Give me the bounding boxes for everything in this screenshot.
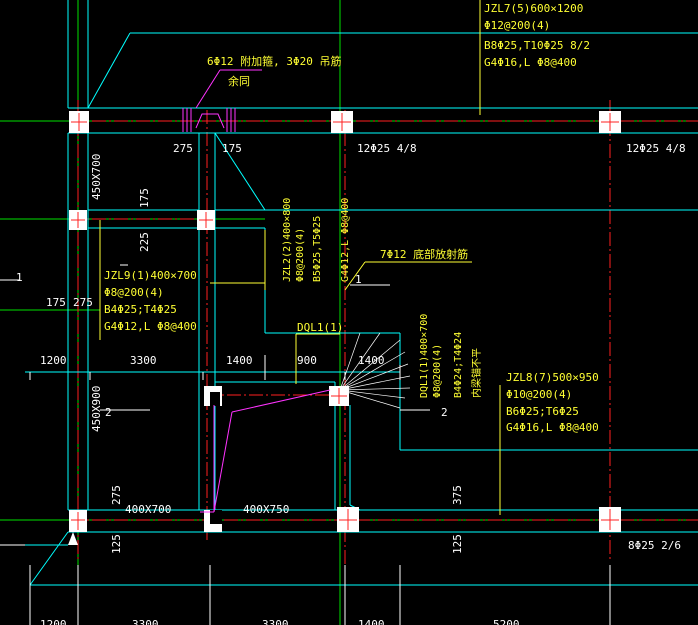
rebar-count-top-mid: 12Φ25 4/8 — [357, 142, 417, 155]
add-rebar-label-1: 6Φ12 附加箍, 3Φ20 吊筋 — [207, 54, 341, 68]
stirrups — [182, 108, 236, 132]
radial-rebar-note: 7Φ12 底部放射筋 — [380, 247, 468, 261]
add-rebar-label-2: 余同 — [228, 74, 250, 88]
axis-2-right: 2 — [441, 406, 448, 419]
jzl9-label-3: B4Φ25;T4Φ25 — [104, 303, 177, 316]
dql1-label: DQL1(1) — [297, 321, 343, 334]
dql1-v-1: DQL1(1)400×700 — [419, 314, 430, 398]
dim-1400-a: 1400 — [226, 354, 253, 367]
dimension-ticks — [0, 264, 611, 625]
dim-bottom-3300b: 3300 — [262, 618, 289, 625]
dim-bottom-5200: 5200 — [493, 618, 520, 625]
jzl8-label-2: Φ10@200(4) — [506, 388, 572, 401]
axis-2-left: 2 — [105, 406, 112, 419]
dim-275-c: 275 — [110, 485, 123, 505]
dim-225: 225 — [138, 232, 151, 252]
dql1-v-3: B4Φ24;T4Φ24 — [453, 332, 464, 398]
column — [337, 507, 359, 532]
dql1-v-4: 内梁锚不平 — [470, 348, 483, 398]
dim-125-a: 125 — [110, 534, 123, 554]
dim-1200: 1200 — [40, 354, 67, 367]
annotations: JZL7(5)600×1200 Φ12@200(4) B8Φ25,T10Φ25 … — [16, 2, 686, 625]
dql1-v-2: Φ8@200(4) — [432, 344, 443, 398]
dim-125-b: 125 — [451, 534, 464, 554]
radial-rebar — [339, 332, 411, 409]
column — [599, 111, 621, 133]
jzl9-label-2: Φ8@200(4) — [104, 286, 164, 299]
rebar-lines — [195, 69, 331, 513]
column — [69, 510, 87, 532]
jzl7-label-4: G4Φ16,L Φ8@400 — [484, 56, 577, 69]
jzl2-label-4: G4Φ12,L Φ8@400 — [340, 198, 351, 282]
jzl8-label-1: JZL8(7)500×950 — [506, 371, 599, 384]
jzl2-label-3: B5Φ25,T5Φ25 — [312, 216, 323, 282]
dim-275-a: 275 — [173, 142, 193, 155]
dim-375: 375 — [451, 485, 464, 505]
rebar-count-top-right: 12Φ25 4/8 — [626, 142, 686, 155]
column — [69, 210, 87, 230]
beam-bottom-mid: 400X750 — [243, 503, 289, 516]
column — [197, 210, 215, 230]
column — [599, 507, 621, 532]
column — [69, 111, 89, 133]
column — [331, 111, 353, 133]
jzl7-label-3: B8Φ25,T10Φ25 8/2 — [484, 39, 590, 52]
leader-lines — [99, 0, 501, 515]
center-lines — [70, 100, 698, 625]
dim-175-a: 175 — [222, 142, 242, 155]
jzl9-label-1: JZL9(1)400×700 — [104, 269, 197, 282]
beam-left-vertical-2: 450X900 — [90, 386, 103, 432]
column — [204, 386, 222, 406]
support-marker — [68, 532, 78, 545]
axis-1-mid: 1 — [355, 273, 362, 286]
jzl8-label-3: B6Φ25;T6Φ25 — [506, 405, 579, 418]
dim-3300: 3300 — [130, 354, 157, 367]
axis-markers — [100, 284, 430, 411]
dim-900: 900 — [297, 354, 317, 367]
beam-outlines — [25, 0, 698, 586]
beam-left-vertical: 450X700 — [90, 154, 103, 200]
beam-bottom-left: 400X700 — [125, 503, 171, 516]
column — [204, 510, 222, 532]
jzl2-label-2: Φ8@200(4) — [295, 228, 306, 282]
jzl9-label-4: G4Φ12,L Φ8@400 — [104, 320, 197, 333]
dim-bottom-1200: 1200 — [40, 618, 67, 625]
dim-175-c: 175 — [46, 296, 66, 309]
jzl2-label-1: JZL2(2)400×800 — [282, 198, 293, 282]
dim-1400-b: 1400 — [358, 354, 385, 367]
jzl7-label-2: Φ12@200(4) — [484, 19, 550, 32]
jzl8-label-4: G4Φ16,L Φ8@400 — [506, 421, 599, 434]
dim-275-b: 275 — [73, 296, 93, 309]
jzl7-label-1: JZL7(5)600×1200 — [484, 2, 583, 15]
rebar-count-bottom-right: 8Φ25 2/6 — [628, 539, 681, 552]
dim-175-b: 175 — [138, 188, 151, 208]
dim-bottom-3300: 3300 — [132, 618, 159, 625]
axis-1-left: 1 — [16, 271, 23, 284]
dim-bottom-1400: 1400 — [358, 618, 385, 625]
